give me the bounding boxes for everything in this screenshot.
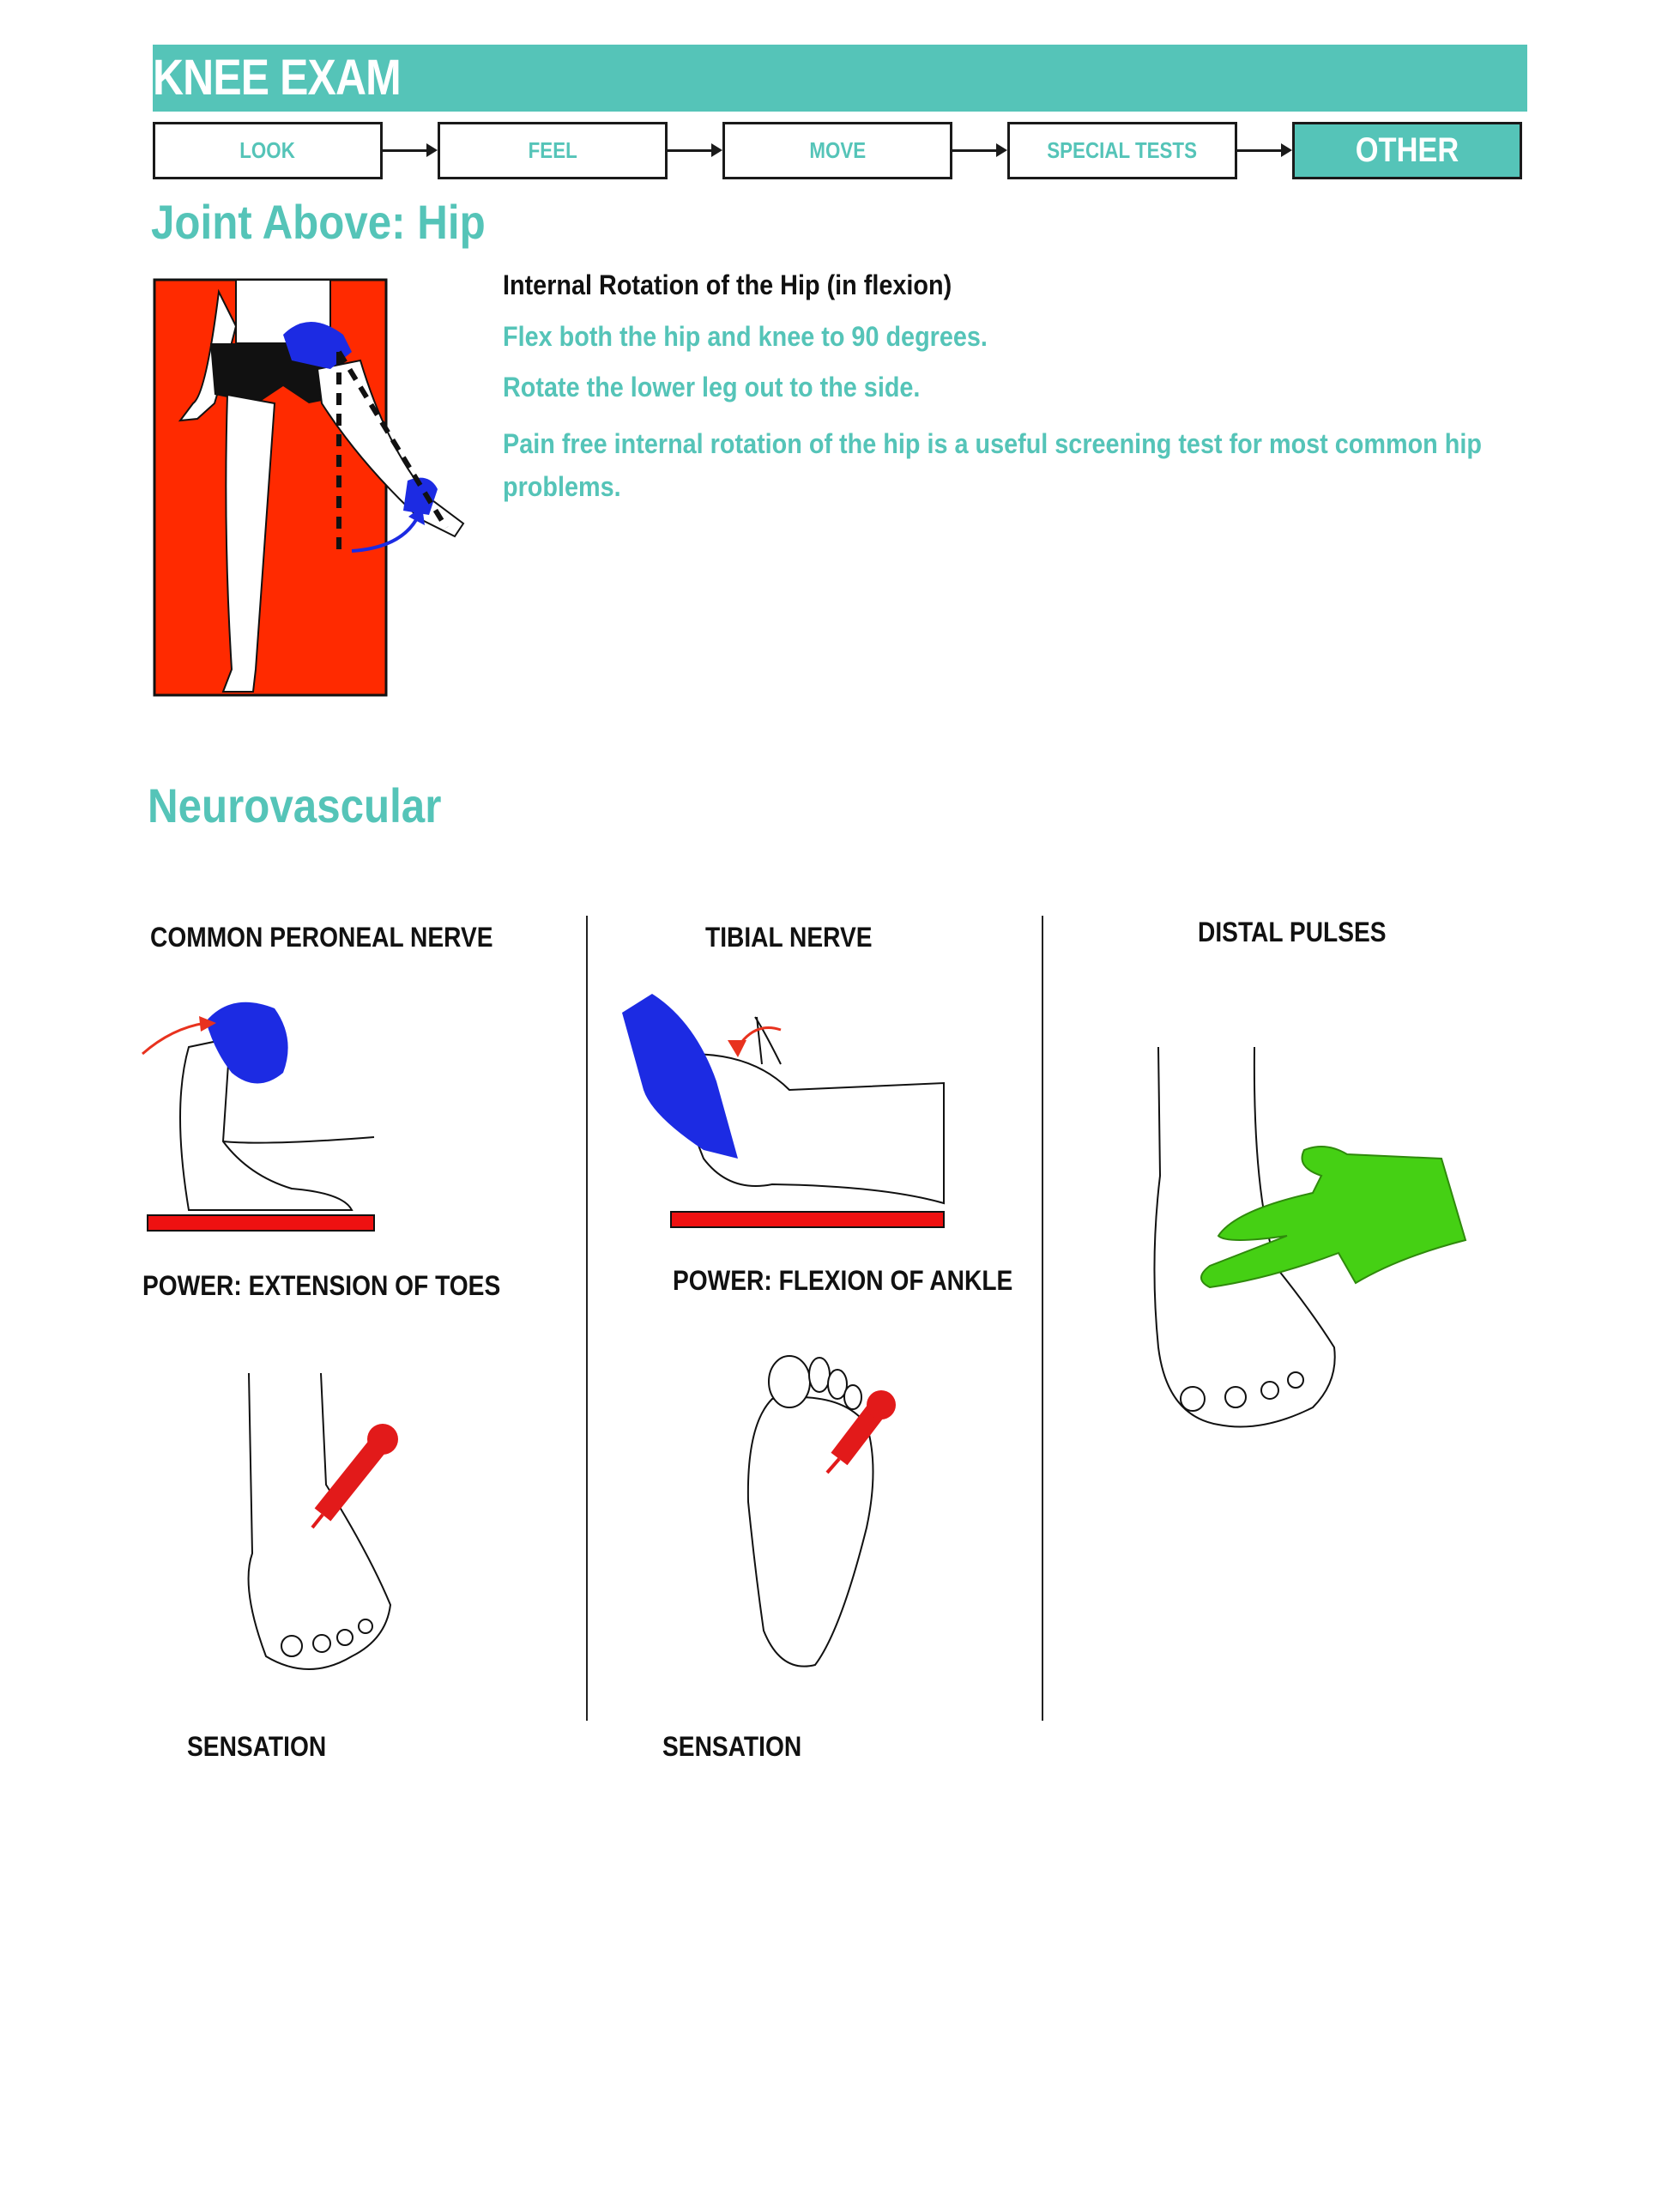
- tibial-sensation-label: SENSATION: [662, 1731, 802, 1762]
- step-other[interactable]: OTHER: [1292, 122, 1522, 179]
- hip-step-2: Rotate the lower leg out to the side.: [503, 372, 921, 402]
- step-arrow: [1237, 149, 1282, 152]
- step-arrow-head: [996, 143, 1007, 157]
- distal-pulse-illustration: [1153, 1046, 1467, 1428]
- tibial-nerve-heading: TIBIAL NERVE: [705, 922, 873, 953]
- column-divider: [1042, 916, 1043, 1721]
- distal-pulses-heading: DISTAL PULSES: [1198, 917, 1387, 947]
- section-title-neurovascular: Neurovascular: [148, 778, 442, 832]
- peroneal-sensation-label: SENSATION: [187, 1731, 327, 1762]
- hip-step-3: Pain free internal rotation of the hip i…: [503, 428, 1482, 502]
- plantar-foot-sensation-illustration: [746, 1355, 896, 1667]
- step-arrow-head: [1281, 143, 1292, 157]
- step-arrow: [952, 149, 997, 152]
- hip-rotation-illustration: [153, 278, 465, 697]
- page-title: KNEE EXAM: [153, 50, 402, 106]
- step-arrow: [383, 149, 427, 152]
- step-move[interactable]: MOVE: [722, 122, 952, 179]
- column-divider: [586, 916, 588, 1721]
- tibial-power-label: POWER: FLEXION OF ANKLE: [673, 1265, 1013, 1296]
- step-arrow-head: [711, 143, 722, 157]
- step-arrow-head: [426, 143, 438, 157]
- section-title-hip: Joint Above: Hip: [151, 195, 486, 249]
- header-banner: [153, 45, 1527, 112]
- dorsal-foot-sensation-illustration: [247, 1372, 398, 1670]
- step-special-tests[interactable]: SPECIAL TESTS: [1007, 122, 1237, 179]
- ankle-flexion-illustration: [622, 994, 945, 1228]
- step-feel[interactable]: FEEL: [438, 122, 668, 179]
- step-look[interactable]: LOOK: [153, 122, 383, 179]
- peroneal-nerve-heading: COMMON PERONEAL NERVE: [150, 922, 493, 953]
- step-arrow: [668, 149, 712, 152]
- hip-test-heading: Internal Rotation of the Hip (in flexion…: [503, 269, 952, 300]
- peroneal-power-label: POWER: EXTENSION OF TOES: [142, 1270, 501, 1301]
- toe-extension-illustration: [142, 1002, 375, 1232]
- hip-step-1: Flex both the hip and knee to 90 degrees…: [503, 321, 988, 352]
